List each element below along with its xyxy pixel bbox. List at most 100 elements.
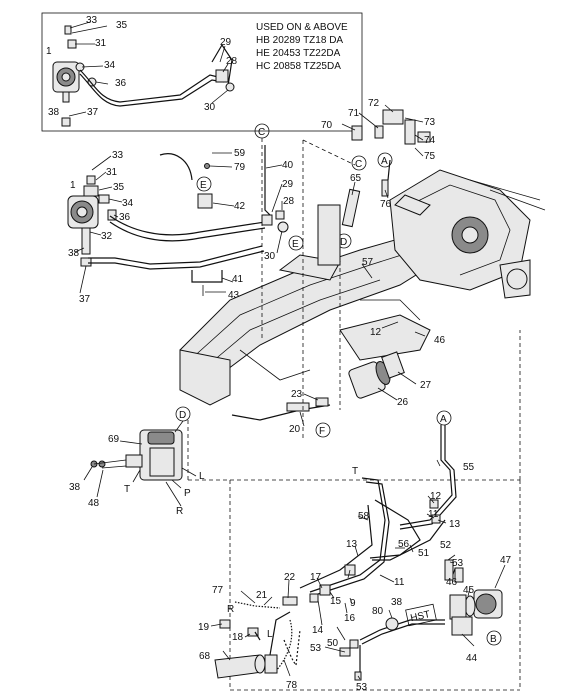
- label-20: 20: [289, 424, 301, 435]
- label-35-inset: 35: [116, 20, 128, 31]
- label-79: 79: [234, 162, 246, 173]
- label-75: 75: [424, 151, 436, 162]
- ref-A-top: A: [381, 156, 388, 167]
- label-51: 51: [418, 548, 430, 559]
- label-28-inset: 28: [226, 56, 238, 67]
- ref-E-left: E: [200, 180, 207, 191]
- label-45: 45: [463, 585, 475, 596]
- inset-box: USED ON & ABOVE HB 20289 TZ18 DA HE 2045…: [41, 12, 363, 132]
- label-36-inset: 36: [115, 78, 127, 89]
- lower-hose-assembly: HST: [198, 425, 512, 693]
- ref-F-lower: F: [319, 426, 325, 437]
- label-36: 36: [119, 212, 131, 223]
- label-48: 48: [88, 498, 100, 509]
- port-L-lower: L: [267, 629, 273, 640]
- steering-pump-group: 33 31 1 35 34 36 32 38 37 59 79 42 41 43: [67, 148, 266, 305]
- note-line-1: USED ON & ABOVE: [256, 22, 348, 33]
- label-53-bottom: 53: [356, 682, 368, 693]
- label-26: 26: [397, 397, 409, 408]
- label-74: 74: [424, 135, 436, 146]
- label-34-inset: 34: [104, 60, 116, 71]
- label-30: 30: [264, 251, 276, 262]
- label-37: 37: [79, 294, 91, 305]
- label-52: 52: [440, 540, 452, 551]
- port-R-lower: R: [227, 604, 234, 615]
- label-27: 27: [420, 380, 432, 391]
- label-71: 71: [348, 108, 360, 119]
- steering-valve-group: 69 38 48 T L P R: [69, 420, 205, 517]
- ref-C-right: C: [355, 159, 362, 170]
- ref-A-lower: A: [440, 414, 447, 425]
- label-14: 14: [312, 625, 324, 636]
- label-57: 57: [362, 257, 374, 268]
- label-78: 78: [286, 680, 298, 691]
- note-line-2: HB 20289 TZ18 DA: [256, 35, 343, 46]
- label-46: 46: [434, 335, 446, 346]
- hst-tag: HST: [409, 609, 431, 624]
- port-T-valve: T: [124, 484, 130, 495]
- ref-C-top: C: [258, 127, 265, 138]
- label-23: 23: [291, 389, 303, 400]
- label-42: 42: [234, 201, 246, 212]
- label-68: 68: [199, 651, 211, 662]
- label-1-inset: 1: [46, 46, 52, 57]
- label-76: 76: [380, 199, 392, 210]
- label-30-inset: 30: [204, 102, 216, 113]
- label-72: 72: [368, 98, 380, 109]
- ref-E-right: E: [292, 239, 299, 250]
- label-13-mid: 13: [346, 539, 358, 550]
- label-44: 44: [466, 653, 478, 664]
- label-11-lower: 11: [428, 509, 439, 520]
- label-53-left: 53: [310, 643, 322, 654]
- label-38-inset: 38: [48, 107, 60, 118]
- linkage-labels: 23 20: [289, 389, 319, 435]
- label-56: 56: [398, 539, 410, 550]
- label-9: 9: [350, 598, 356, 609]
- label-73: 73: [424, 117, 436, 128]
- label-80: 80: [372, 606, 384, 617]
- label-55: 55: [463, 462, 475, 473]
- ref-D-valve: D: [179, 410, 186, 421]
- inset-steering-pump: [52, 61, 80, 127]
- label-38-lower: 38: [391, 597, 403, 608]
- label-15: 15: [330, 596, 342, 607]
- label-41: 41: [232, 274, 244, 285]
- note-line-3: HE 20453 TZ22DA: [256, 48, 341, 59]
- label-34: 34: [122, 198, 134, 209]
- ref-B-lower: B: [490, 634, 497, 645]
- label-47: 47: [500, 555, 512, 566]
- label-11-mid: 11: [394, 577, 405, 588]
- label-33-inset: 33: [86, 15, 98, 26]
- label-32: 32: [101, 231, 113, 242]
- port-T-lower: T: [352, 466, 358, 477]
- label-28: 28: [283, 196, 295, 207]
- label-17: 17: [310, 572, 322, 583]
- label-77: 77: [212, 585, 224, 596]
- label-16: 16: [344, 613, 356, 624]
- label-19: 19: [198, 622, 210, 633]
- label-46-lower: 46: [446, 577, 458, 588]
- label-13-lower: 13: [449, 519, 461, 530]
- ref-D-frame: D: [340, 237, 347, 248]
- note-line-4: HC 20858 TZ25DA: [256, 61, 341, 72]
- label-38: 38: [68, 248, 80, 259]
- label-70: 70: [321, 120, 333, 131]
- label-31-inset: 31: [95, 38, 107, 49]
- frame-labels: 40 29 28 30 65 57 12 46: [261, 145, 446, 346]
- label-33: 33: [112, 150, 124, 161]
- port-L-valve: L: [199, 471, 205, 482]
- label-43: 43: [228, 290, 240, 301]
- label-1: 1: [70, 180, 76, 191]
- label-59: 59: [234, 148, 246, 159]
- label-37-inset: 37: [87, 107, 99, 118]
- label-65: 65: [350, 173, 362, 184]
- label-29: 29: [282, 179, 294, 190]
- label-40: 40: [282, 160, 294, 171]
- port-P-valve: P: [184, 488, 191, 499]
- transmission-assembly: 72 71 70 73 74 75 76: [321, 98, 546, 299]
- label-12: 12: [370, 327, 382, 338]
- label-35: 35: [113, 182, 125, 193]
- port-R-valve: R: [176, 506, 183, 517]
- label-29-inset: 29: [220, 37, 232, 48]
